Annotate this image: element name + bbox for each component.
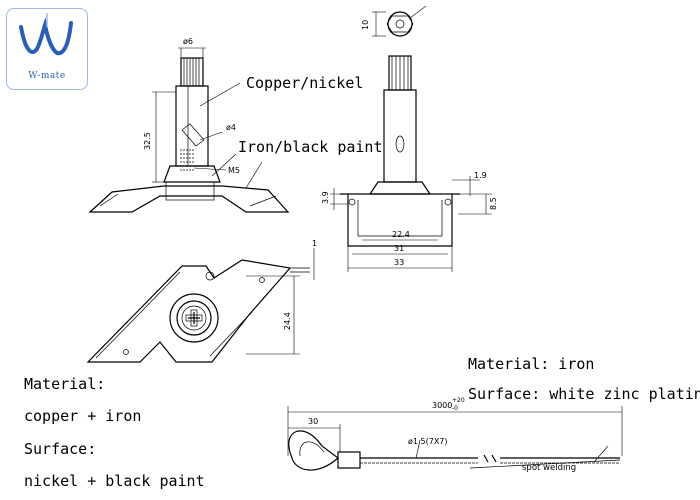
dim-diameter-4: ø4 xyxy=(226,123,236,132)
dim-width-31: 31 xyxy=(394,244,404,253)
spec-left-material-value: copper + iron xyxy=(24,407,142,425)
brand-logo: W-mate xyxy=(6,8,88,90)
spec-right-material: Material: iron xyxy=(468,355,595,373)
dim-cable-spec: ø1.5(7X7) xyxy=(408,437,448,446)
spec-left-surface-value: nickel + black paint xyxy=(24,472,205,490)
cable-assembly xyxy=(287,406,623,471)
plan-view xyxy=(86,248,315,363)
callout-iron-black-paint: Iron/black paint xyxy=(238,138,383,156)
dim-diameter-6: ø6 xyxy=(183,37,193,46)
dim-length-3000: 3000 xyxy=(432,401,452,410)
dim-height-10: 10 xyxy=(361,20,370,30)
dim-tolerance-minus: -0 xyxy=(452,405,458,412)
w-logo-icon xyxy=(19,13,73,56)
dim-thread-m5: M5 xyxy=(228,166,240,175)
side-view xyxy=(330,55,492,272)
spec-left-material-label: Material: xyxy=(24,375,106,393)
dim-thickness-1: 1 xyxy=(312,239,317,248)
dim-length-30: 30 xyxy=(308,417,318,426)
dim-width-33: 33 xyxy=(394,258,404,267)
front-view xyxy=(88,47,290,213)
brand-name: W-mate xyxy=(28,71,66,81)
top-view xyxy=(372,5,427,37)
callout-copper-nickel: Copper/nickel xyxy=(246,74,363,92)
dim-1-9: 1.9 xyxy=(474,171,487,180)
dim-3-9: 3.9 xyxy=(321,191,330,204)
dim-height-24-4: 24.4 xyxy=(283,312,292,330)
dim-height-32-5: 32.5 xyxy=(143,132,152,150)
spec-right-surface: Surface: white zinc plating xyxy=(468,385,700,403)
dim-8-5: 8.5 xyxy=(489,197,498,210)
note-spot-welding: spot welding xyxy=(522,463,576,473)
dim-tolerance-plus: +20 xyxy=(452,397,465,404)
spec-left-surface-label: Surface: xyxy=(24,440,97,458)
dim-width-22-4: 22.4 xyxy=(392,230,410,239)
